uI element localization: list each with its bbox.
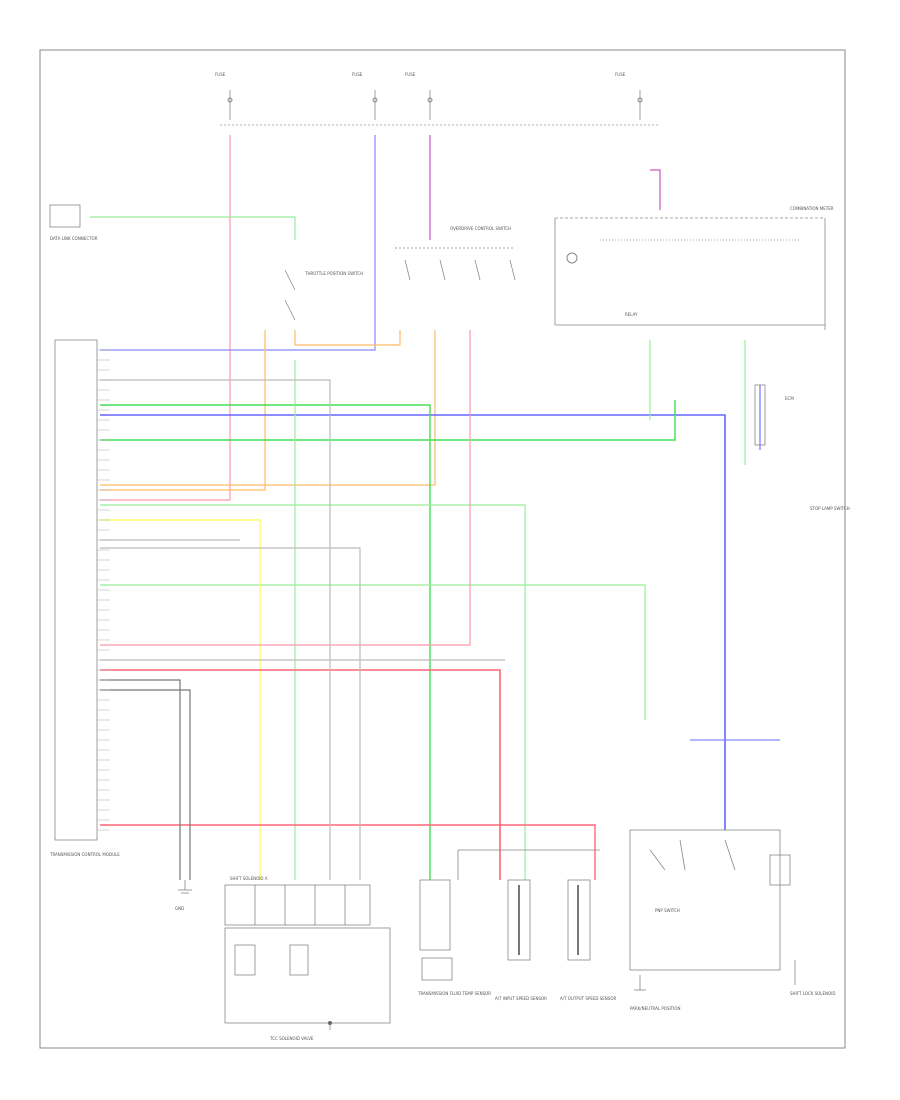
output-speed-sensor: A/T OUTPUT SPEED SENSOR (560, 879, 616, 1001)
wire-gray-6 (100, 689, 191, 880)
ground-label: GND (175, 906, 184, 911)
pnp-ground: PARK/NEUTRAL POSITION (630, 975, 680, 1011)
wire-green-1 (100, 404, 431, 880)
fuse-2: FUSE (352, 72, 378, 120)
solenoid-valve-label: TCC SOLENOID VALVE (269, 1036, 314, 1041)
range-switch: PNP SWITCH (629, 829, 781, 971)
wire-red-power (100, 135, 231, 501)
wire-pink-1 (100, 330, 471, 646)
wire-orange-1 (294, 330, 401, 346)
fuse-1: FUSE (215, 72, 233, 120)
fuse-group: FUSE FUSE FUSE FUSE (215, 72, 643, 120)
tcm-label: TRANSMISSION CONTROL MODULE (49, 852, 120, 857)
wire-blue-mid (100, 414, 726, 830)
right-relay: ECM STOP LAMP SWITCH (754, 384, 850, 511)
range-switch-label: PNP SWITCH (655, 908, 680, 913)
wire-yellow (100, 519, 261, 880)
fuse-3-label: FUSE (405, 72, 416, 77)
stop-lamp-label: STOP LAMP SWITCH (810, 506, 850, 511)
ecm-label: ECM (785, 396, 794, 401)
diagram-frame (39, 49, 846, 1049)
combination-meter: COMBINATION METER RELAY (554, 206, 834, 330)
data-link-connector: DATA LINK CONNECTOR (49, 204, 98, 241)
fluid-temp-label: TRANSMISSION FLUID TEMP SENSOR (417, 991, 491, 996)
solenoid-connectors: SHIFT SOLENOID A (224, 876, 371, 926)
wire-blue-top (100, 135, 376, 351)
data-link-label: DATA LINK CONNECTOR (50, 236, 98, 241)
wire-orange-2 (100, 330, 266, 491)
fuse-3: FUSE (405, 72, 433, 120)
switch-block: OVERDRIVE CONTROL SWITCH (395, 226, 516, 281)
overdrive-switch-label: OVERDRIVE CONTROL SWITCH (450, 226, 511, 231)
fluid-temp-sensor: TRANSMISSION FLUID TEMP SENSOR (417, 849, 600, 996)
wire-red-2 (100, 824, 596, 880)
wire-green-3 (100, 584, 646, 720)
shift-lock-solenoid: SHIFT LOCK SOLENOID (769, 854, 835, 996)
output-speed-label: A/T OUTPUT SPEED SENSOR (560, 996, 616, 1001)
wire-green-2 (100, 400, 676, 441)
relay-label: RELAY (625, 312, 638, 317)
wire-green-top (90, 216, 296, 240)
fuse-4: FUSE (615, 72, 643, 120)
combination-meter-label: COMBINATION METER (790, 206, 834, 211)
fuse-1-label: FUSE (215, 72, 226, 77)
wire-gray-3 (100, 547, 361, 880)
wire-orange-3 (100, 330, 436, 486)
wire-red-1 (100, 669, 501, 880)
park-neutral-label: PARK/NEUTRAL POSITION (630, 1006, 680, 1011)
tcm-box: TRANSMISSION CONTROL MODULE (49, 339, 120, 857)
wire-gray-5 (100, 679, 181, 880)
ground-symbol: GND (175, 880, 192, 911)
wires (90, 135, 780, 880)
throttle-switch-label: THROTTLE POSITION SWITCH (304, 271, 363, 276)
wire-green-4 (100, 504, 526, 880)
solenoid-valve-assembly: TCC SOLENOID VALVE (224, 927, 391, 1041)
fuse-2-label: FUSE (352, 72, 363, 77)
shift-lock-label: SHIFT LOCK SOLENOID (790, 991, 835, 996)
input-speed-sensor: A/T INPUT SPEED SENSOR (495, 879, 547, 1001)
wire-gray-1 (100, 379, 331, 880)
input-speed-label: A/T INPUT SPEED SENSOR (495, 996, 547, 1001)
shift-sol-a-label: SHIFT SOLENOID A (230, 876, 268, 881)
fuse-4-label: FUSE (615, 72, 626, 77)
throttle-switch: THROTTLE POSITION SWITCH (284, 269, 363, 321)
wire-magenta-right (650, 169, 661, 210)
